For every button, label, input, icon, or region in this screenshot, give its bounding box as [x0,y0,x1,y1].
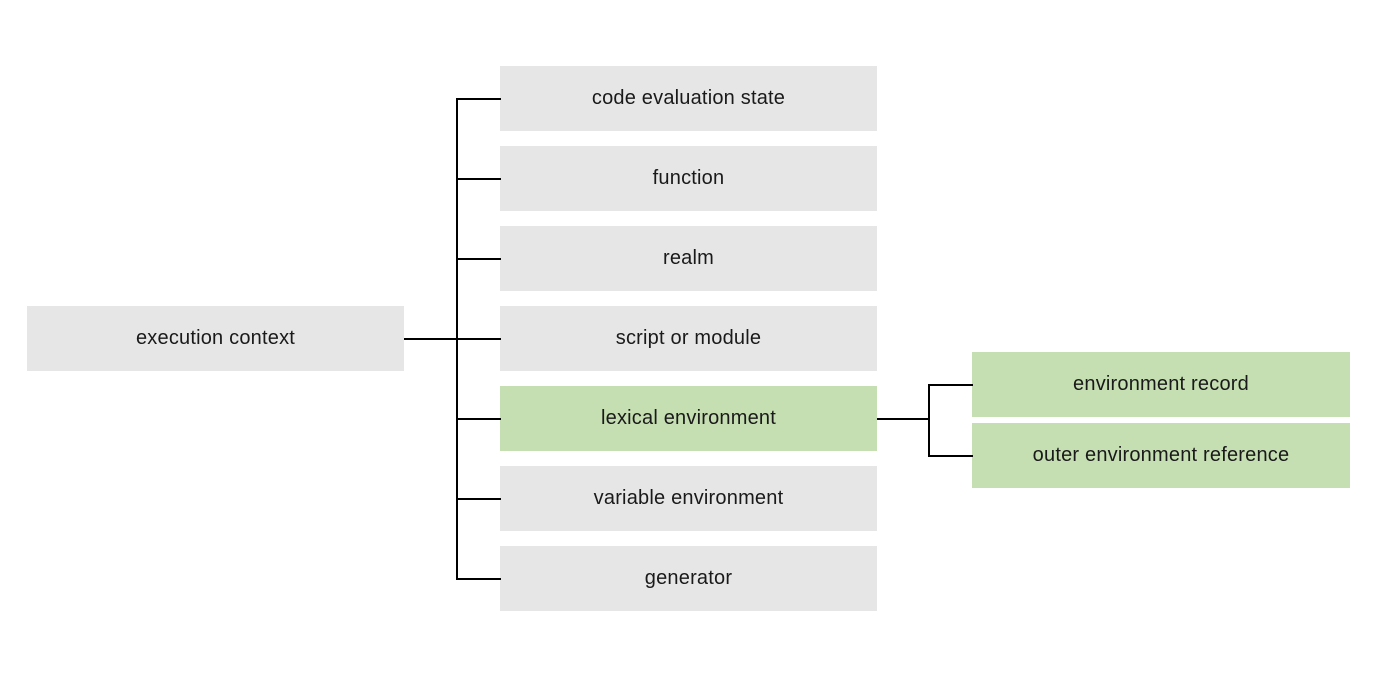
node-realm: realm [500,226,877,291]
connector-function [456,178,501,180]
connector-outer-environment-reference [928,455,973,457]
connector-main-trunk [456,98,458,579]
connector-lexical-to-trunk [877,418,929,420]
connector-realm [456,258,501,260]
connector-root-to-trunk [404,338,501,340]
connector-lexical-environment [456,418,501,420]
node-variable-environment: variable environment [500,466,877,531]
connector-variable-environment [456,498,501,500]
connector-generator [456,578,501,580]
connector-code-evaluation-state [456,98,501,100]
node-environment-record: environment record [972,352,1350,417]
node-function: function [500,146,877,211]
node-generator: generator [500,546,877,611]
node-script-or-module: script or module [500,306,877,371]
node-code-evaluation-state: code evaluation state [500,66,877,131]
connector-right-trunk [928,384,930,456]
connector-environment-record [928,384,973,386]
node-outer-environment-reference: outer environment reference [972,423,1350,488]
node-lexical-environment: lexical environment [500,386,877,451]
node-execution-context: execution context [27,306,404,371]
